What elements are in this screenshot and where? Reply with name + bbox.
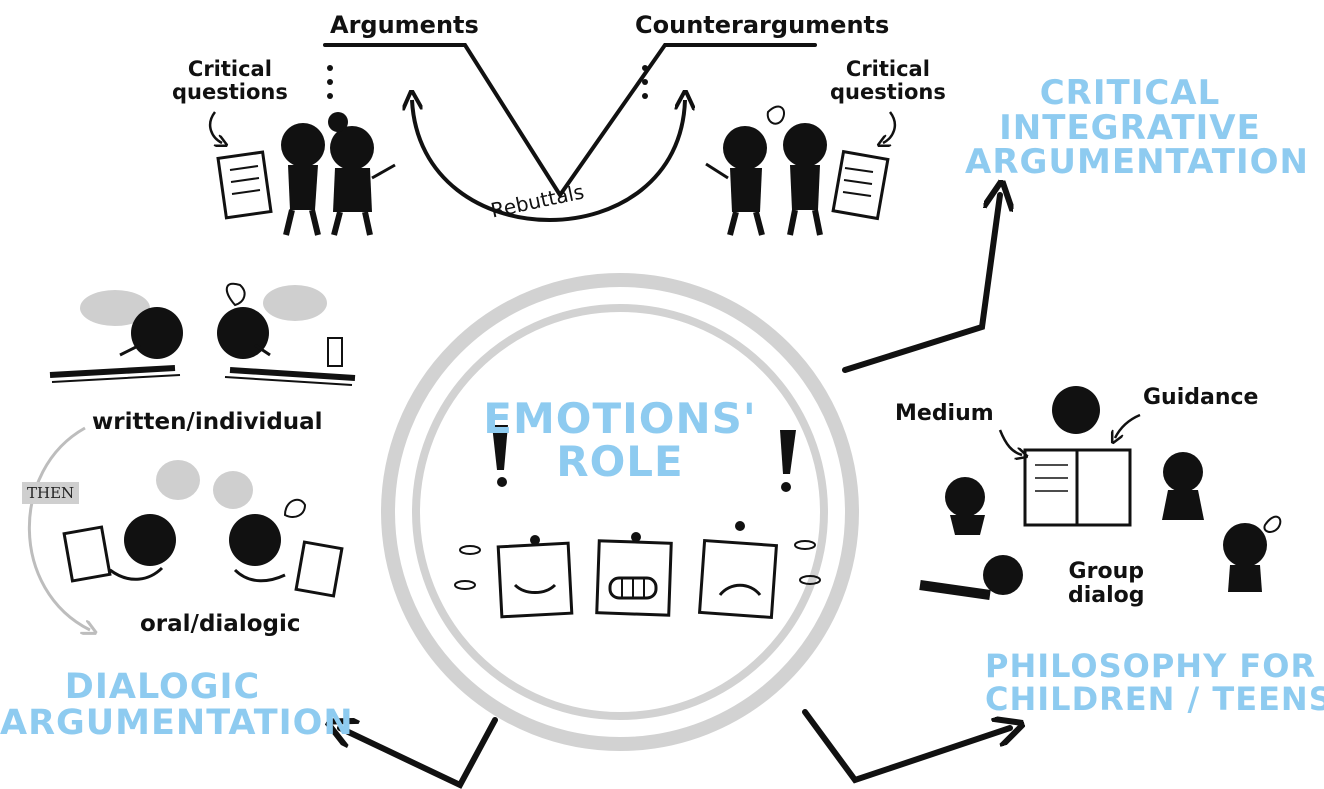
da-line1: DIALOGIC <box>64 667 261 707</box>
curved-arrow-guidance <box>1115 413 1141 438</box>
figures-top-left <box>216 112 396 236</box>
written-individual-scene <box>49 282 356 386</box>
emotion-note-sad <box>697 521 779 620</box>
argument-v-shape <box>323 43 817 199</box>
curved-arrow-left <box>208 111 222 143</box>
cia-line3: ARGUMENTATION <box>965 142 1309 183</box>
gd-line1: Group <box>1068 559 1144 584</box>
da-line2: ARGUMENTATION <box>0 702 354 743</box>
p4c-line1: PHILOSOPHY FOR <box>985 647 1317 685</box>
p4c-line2: CHILDREN / TEENS <box>985 679 1324 718</box>
cq-right-line2: questions <box>830 80 946 105</box>
central-ring <box>381 273 859 751</box>
cq-left-line1: Critical <box>187 57 272 81</box>
cq-right-line1: Critical <box>845 57 930 81</box>
rebuttals-arc <box>412 100 685 222</box>
exclamation-marks <box>492 425 796 492</box>
figures-top-right <box>705 105 890 236</box>
label-arguments: Arguments <box>330 11 479 39</box>
cia-line2: INTEGRATIVE <box>999 107 1261 148</box>
label-oral-dialogic: oral/dialogic <box>140 611 301 637</box>
label-group-dialog: Group dialog <box>1068 559 1145 609</box>
emotion-note-happy <box>496 535 574 619</box>
label-then: THEN <box>22 482 80 504</box>
emotion-shake-marks <box>454 540 821 590</box>
then-arrow <box>27 426 90 630</box>
title-emotions-role: EMOTIONS' ROLE <box>470 394 770 486</box>
label-critical-questions-left: Critical questions <box>172 57 288 105</box>
oral-dialogic-scene <box>62 460 344 598</box>
label-written-individual: written/individual <box>92 409 323 435</box>
er-line2: ROLE <box>556 436 684 486</box>
title-critical-integrative-argumentation: CRITICAL INTEGRATIVE ARGUMENTATION <box>965 73 1309 183</box>
curved-arrow-medium <box>998 429 1022 455</box>
er-line1: EMOTIONS' <box>483 394 757 443</box>
cq-left-line2: questions <box>172 80 288 105</box>
emotion-note-grin <box>595 532 673 617</box>
label-counterarguments: Counterarguments <box>635 11 890 39</box>
curved-arrow-right <box>883 111 897 143</box>
label-critical-questions-right: Critical questions <box>830 57 946 105</box>
title-dialogic-argumentation: DIALOGIC ARGUMENTATION <box>0 667 354 743</box>
title-philosophy-for-children: PHILOSOPHY FOR CHILDREN / TEENS <box>985 647 1324 718</box>
cia-line1: CRITICAL <box>1039 73 1221 113</box>
ellipsis-right <box>642 65 648 99</box>
label-medium: Medium <box>895 401 994 426</box>
reading-scene <box>919 386 1282 600</box>
label-guidance: Guidance <box>1143 385 1259 410</box>
gd-line2: dialog <box>1068 583 1145 609</box>
outgoing-arrows <box>340 195 1010 789</box>
ellipsis-left <box>327 65 333 99</box>
